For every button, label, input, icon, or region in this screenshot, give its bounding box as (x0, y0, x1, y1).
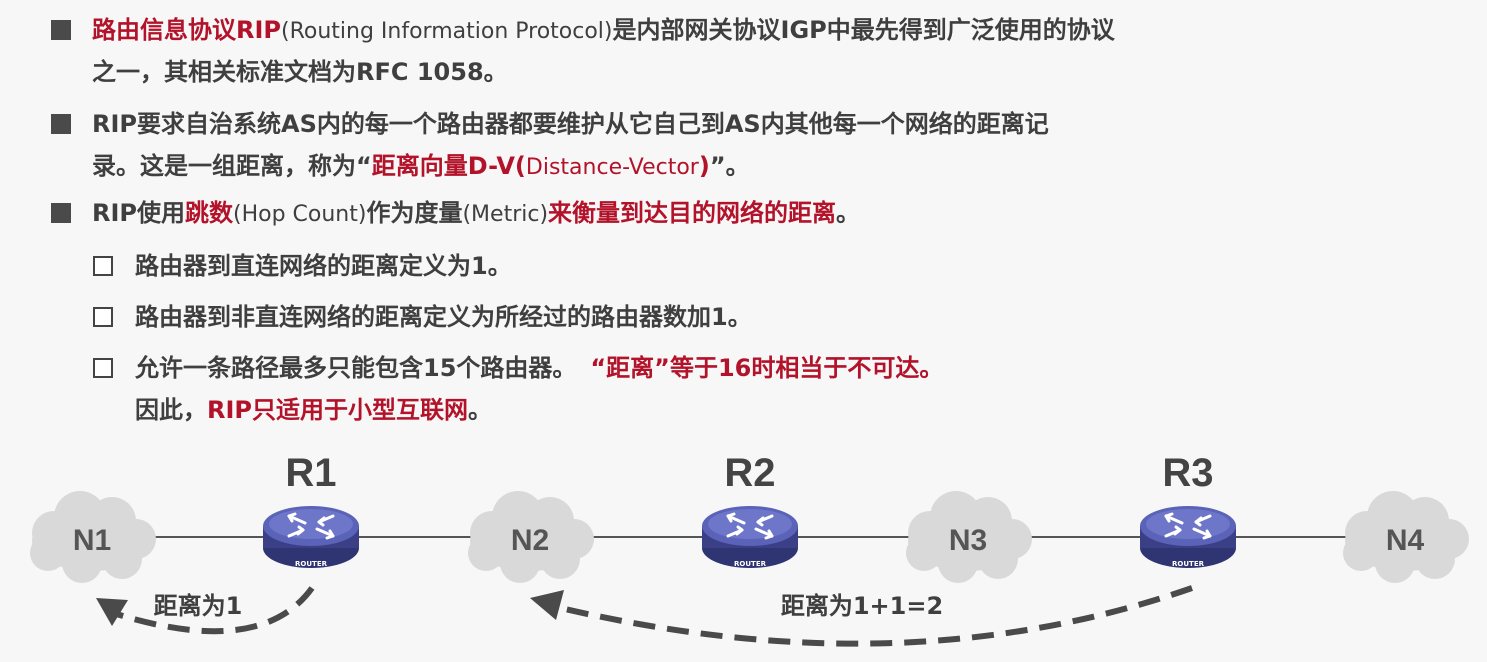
bullet-2-post: ”。 (709, 152, 750, 180)
network-label: N3 (949, 524, 987, 557)
router-r2: ROUTER (700, 504, 800, 570)
router-label-r3: R3 (1162, 451, 1213, 495)
network-cloud-n3: N3 (906, 491, 1032, 583)
router-label-r2: R2 (724, 451, 775, 495)
arrow-head-icon (530, 590, 564, 620)
bullet-2-pre: 录。这是一组距离，称为“ (92, 152, 372, 180)
arrow-head-icon (96, 598, 128, 626)
bullet-3-seg4: 作为度量 (366, 199, 463, 227)
rip-term: 路由信息协议RIP (92, 16, 281, 44)
router-label-r1: R1 (285, 451, 336, 495)
checkbox-icon (93, 307, 113, 327)
dv-close: ) (698, 152, 710, 180)
network-label: N1 (73, 524, 111, 557)
distance-label-1: 距离为1 (154, 592, 243, 620)
distance-label-2: 距离为1+1=2 (781, 592, 943, 620)
sub-bullet-3-line2-post: 。 (468, 396, 492, 424)
sub-bullet-1: 路由器到直连网络的距离定义为1。 (135, 252, 512, 280)
network-label: N2 (511, 524, 549, 557)
bullet-square-icon (51, 203, 71, 223)
sub-bullet-3-line2-pre: 因此， (135, 396, 207, 424)
router-r1: ROUTER (261, 504, 361, 570)
bullet-3-seg7: 。 (836, 199, 861, 227)
router-badge: ROUTER (295, 560, 328, 568)
dv-english: Distance-Vector (525, 155, 699, 180)
bullet-1-text: 是内部网关协议IGP中最先得到广泛使用的协议 (612, 16, 1115, 44)
bullet-1-line-1: 路由信息协议RIP(Routing Information Protocol)是… (92, 15, 1115, 47)
distance-16-note: “距离”等于16时相当于不可达。 (590, 354, 944, 382)
sub-bullet-3-line-2: 因此，RIP只适用于小型互联网。 (135, 395, 492, 425)
hop-term: 跳数 (185, 199, 233, 227)
router-icon (1138, 504, 1238, 570)
metric-english: (Metric) (462, 202, 549, 227)
measure-term: 来衡量到达目的网络的距离 (548, 199, 837, 227)
router-icon (261, 504, 361, 570)
distance-arrow-2 (547, 585, 1193, 647)
sub-bullet-3-line-1: 允许一条路径最多只能包含15个路由器。 “距离”等于16时相当于不可达。 (135, 353, 943, 383)
checkbox-icon (93, 358, 113, 378)
bullet-3-seg1: RIP使用 (92, 199, 185, 227)
checkbox-icon (93, 256, 113, 276)
bullet-3-line: RIP使用跳数(Hop Count)作为度量(Metric)来衡量到达目的网络的… (92, 198, 860, 230)
hop-english: (Hop Count) (233, 202, 367, 227)
network-cloud-n1: N1 (30, 491, 156, 583)
bullet-2-line-1: RIP要求自治系统AS内的每一个路由器都要维护从它自己到AS内其他每一个网络的距… (92, 110, 1049, 138)
dv-term: 距离向量D-V( (371, 152, 526, 180)
small-internet-note: RIP只适用于小型互联网 (207, 396, 468, 424)
sub-bullet-2: 路由器到非直连网络的距离定义为所经过的路由器数加1。 (135, 303, 752, 331)
distance-arrow-1 (109, 586, 315, 635)
bullet-2-line-2: 录。这是一组距离，称为“距离向量D-V(Distance-Vector)”。 (92, 151, 750, 183)
router-r3: ROUTER (1138, 504, 1238, 570)
rip-english: (Routing Information Protocol) (281, 19, 613, 44)
sub-bullet-3-pre: 允许一条路径最多只能包含15个路由器。 (135, 354, 577, 382)
network-label: N4 (1386, 524, 1425, 557)
router-icon (700, 504, 800, 570)
router-badge: ROUTER (1172, 560, 1205, 568)
bullet-1-line-2: 之一，其相关标准文档为RFC 1058。 (92, 58, 508, 86)
bullet-square-icon (51, 114, 71, 134)
network-cloud-n2: N2 (468, 491, 594, 583)
bullet-square-icon (51, 20, 71, 40)
router-badge: ROUTER (734, 560, 767, 568)
network-cloud-n4: N4 (1343, 491, 1469, 583)
